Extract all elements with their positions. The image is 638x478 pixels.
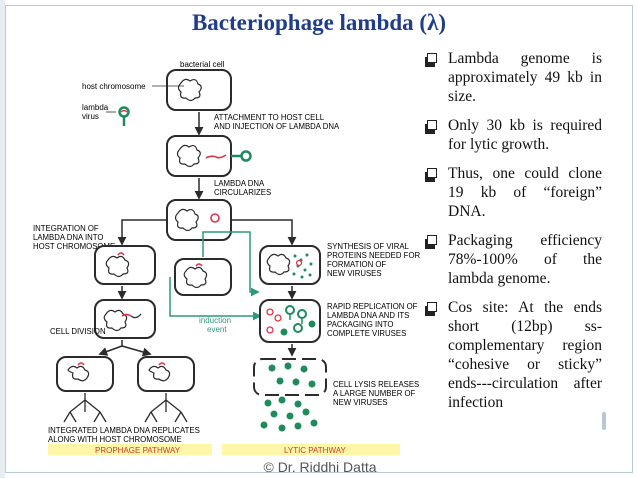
induction-arrow-to-lytic [202, 231, 260, 297]
checkbox-bullet-icon [425, 120, 437, 134]
bullet-list: Lambda genome is approximately 49 kb in … [425, 49, 602, 422]
lytic-pathway-band [222, 444, 400, 455]
slide-left-bar [0, 0, 5, 478]
cell-induced [174, 258, 232, 296]
bullet-item: Packaging efficiency 78%-100% of the lam… [425, 231, 602, 288]
bullet-item: Cos site: At the ends short (12bp) ss-co… [425, 298, 602, 412]
cell-initial [166, 69, 232, 111]
induction-event-label: induction event [199, 316, 233, 334]
lysis-label: CELL LYSIS RELEASES A LARGE NUMBER OF NE… [333, 380, 420, 407]
checkbox-bullet-icon [425, 302, 437, 316]
slide-edge-marker [602, 412, 606, 430]
bottom-forks [63, 393, 188, 423]
cell-synthesis [259, 245, 321, 285]
cell-injection [166, 135, 252, 177]
prophage-pathway-label: PROPHAGE PATHWAY [95, 446, 181, 455]
integration-label: INTEGRATION OF LAMBDA DNA INTO HOST CHRO… [33, 224, 115, 251]
daughter-cell-2 [137, 356, 195, 392]
synthesis-label: SYNTHESIS OF VIRAL PROTEINS NEEDED FOR F… [327, 242, 420, 278]
division-fork [98, 340, 152, 357]
bacterial-cell-label: bacterial cell [180, 60, 225, 69]
cell-division-label: CELL DIVISION [50, 327, 106, 336]
slide-frame [5, 5, 633, 473]
attachment-label: ATTACHMENT TO HOST CELL AND INJECTION OF… [214, 113, 340, 131]
host-chromosome-label: host chromosome [82, 82, 146, 91]
cell-prophage [94, 245, 156, 285]
branch-connector [117, 219, 297, 246]
lytic-pathway-label: LYTIC PATHWAY [284, 446, 346, 455]
slide-title: Bacteriophage lambda (λ) [191, 10, 447, 35]
induction-arrow-from-prophage [169, 277, 262, 321]
released-viruses [260, 396, 318, 432]
cell-prophage-growing [94, 299, 156, 339]
cell-lysis [253, 358, 327, 396]
lambda-virus-icon [118, 106, 130, 126]
footer-credit: © Dr. Riddhi Datta [263, 459, 377, 475]
prophage-pathway-band [48, 444, 212, 455]
daughter-cell-1 [56, 356, 114, 392]
bullet-item: Thus, one could clone 19 kb of “foreign”… [425, 164, 602, 221]
lambda-virus-label: lambda virus [82, 103, 110, 121]
bullet-item: Lambda genome is approximately 49 kb in … [425, 49, 602, 106]
rapid-replication-label: RAPID REPLICATION OF LAMBDA DNA AND ITS … [327, 302, 420, 338]
lambda-lifecycle-diagram: bacterial cell host chromosome lambda vi… [33, 60, 420, 455]
bullet-item: Only 30 kb is required for lytic growth. [425, 116, 602, 154]
checkbox-bullet-icon [425, 168, 437, 182]
integrated-label: INTEGRATED LAMBDA DNA REPLICATES ALONG W… [48, 426, 202, 444]
cell-replication [259, 299, 321, 343]
checkbox-bullet-icon [425, 53, 437, 67]
cell-circularized [166, 199, 232, 241]
checkbox-bullet-icon [425, 235, 437, 249]
circularizes-label: LAMBDA DNA CIRCULARIZES [214, 179, 271, 197]
